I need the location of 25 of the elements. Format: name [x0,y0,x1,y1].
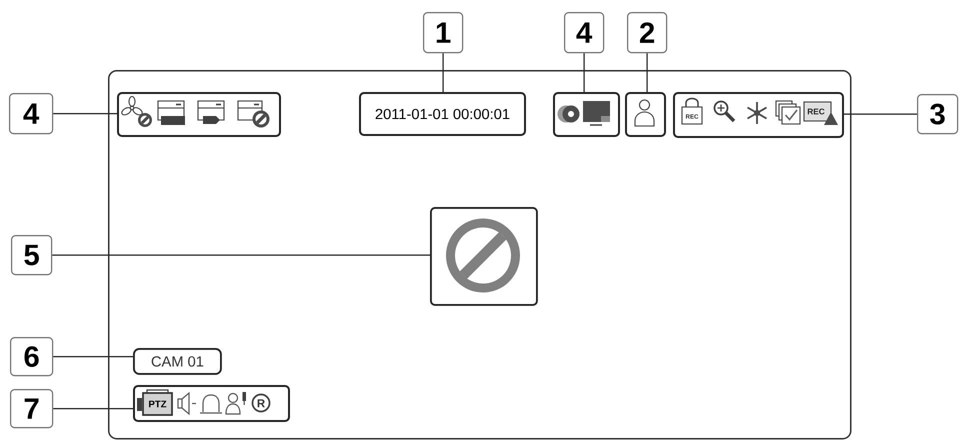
leader-line [53,408,133,410]
icon-panel [133,385,290,422]
leader-line [584,53,585,92]
leader-line [442,53,444,92]
date-time-box: 2011-01-01 00:00:01 [359,92,526,136]
leader-line [52,254,430,256]
callout-number: 7 [10,389,54,428]
leader-line [53,356,133,358]
icon-panel [553,92,620,137]
callout-number: 1 [423,12,464,54]
icon-panel [117,92,281,137]
leader-line [646,53,648,92]
camera-name-box: CAM 01 [133,348,222,375]
leader-line [844,114,917,115]
callout-number: 2 [627,12,668,54]
status-box [430,207,538,306]
callout-number: 4 [564,12,604,54]
leader-line [53,113,117,114]
icon-panel [673,92,844,138]
callout-number: 4 [9,93,54,134]
callout-number: 5 [11,235,52,276]
screen-frame [108,70,852,440]
callout-number: 6 [10,337,54,376]
icon-panel [625,92,666,137]
callout-number: 3 [917,94,958,134]
